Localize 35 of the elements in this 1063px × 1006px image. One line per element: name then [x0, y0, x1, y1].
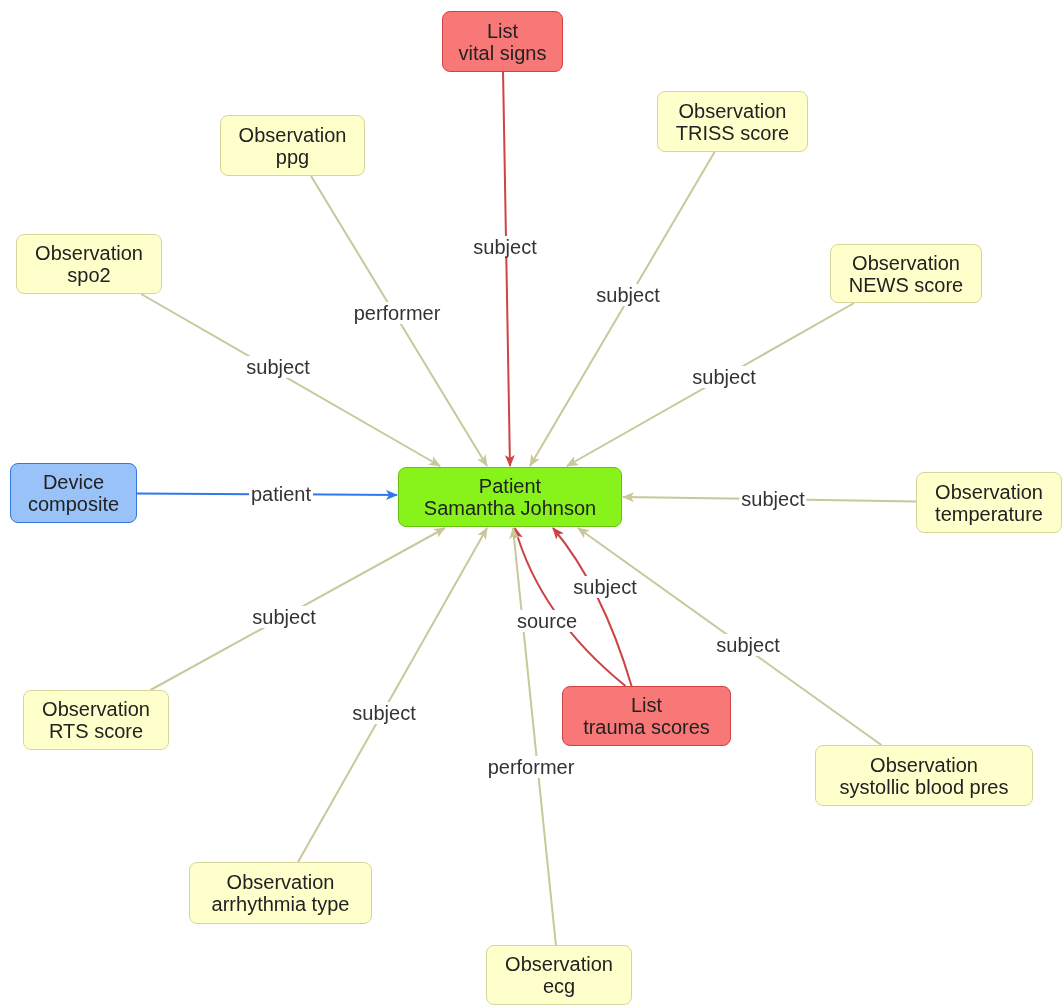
arrow	[577, 527, 883, 746]
resource-box: List vital signs	[442, 11, 563, 72]
resource-box: List trauma scores	[562, 686, 731, 746]
arrow	[502, 71, 515, 467]
edge-label: patient	[248, 483, 314, 505]
edge-label: subject	[244, 356, 312, 378]
resource-box: Observation systollic blood pres	[815, 745, 1033, 806]
arrow	[297, 527, 488, 863]
resource-box: Observation arrhythmia type	[189, 862, 372, 924]
edge-label: subject	[471, 236, 539, 258]
edge-label: subject	[350, 702, 418, 724]
patient-box: Patient Samantha Johnson	[398, 467, 622, 527]
edge-label: subject	[250, 606, 318, 628]
arrow	[529, 151, 716, 467]
arrow	[140, 293, 441, 467]
resource-box: Observation ppg	[220, 115, 365, 176]
resource-box: Observation NEWS score	[830, 244, 982, 303]
resource-box: Observation RTS score	[23, 690, 169, 750]
arrow	[566, 302, 856, 467]
arrow	[509, 527, 557, 946]
resource-box: Observation ecg	[486, 945, 632, 1005]
resource-box: Observation temperature	[916, 472, 1062, 533]
edge-label: subject	[690, 366, 758, 388]
arrow	[513, 527, 627, 687]
arrow	[310, 175, 488, 467]
resource-box: Observation TRISS score	[657, 91, 808, 152]
edge-label: subject	[594, 284, 662, 306]
resource-box: Observation spo2	[16, 234, 162, 294]
edge-label: subject	[714, 634, 782, 656]
arrow	[149, 527, 446, 691]
edge-label: subject	[739, 488, 807, 510]
edge-label: source	[515, 610, 579, 632]
arrow	[552, 527, 633, 687]
edge-label: subject	[571, 576, 639, 598]
resource-box: Device composite	[10, 463, 137, 523]
